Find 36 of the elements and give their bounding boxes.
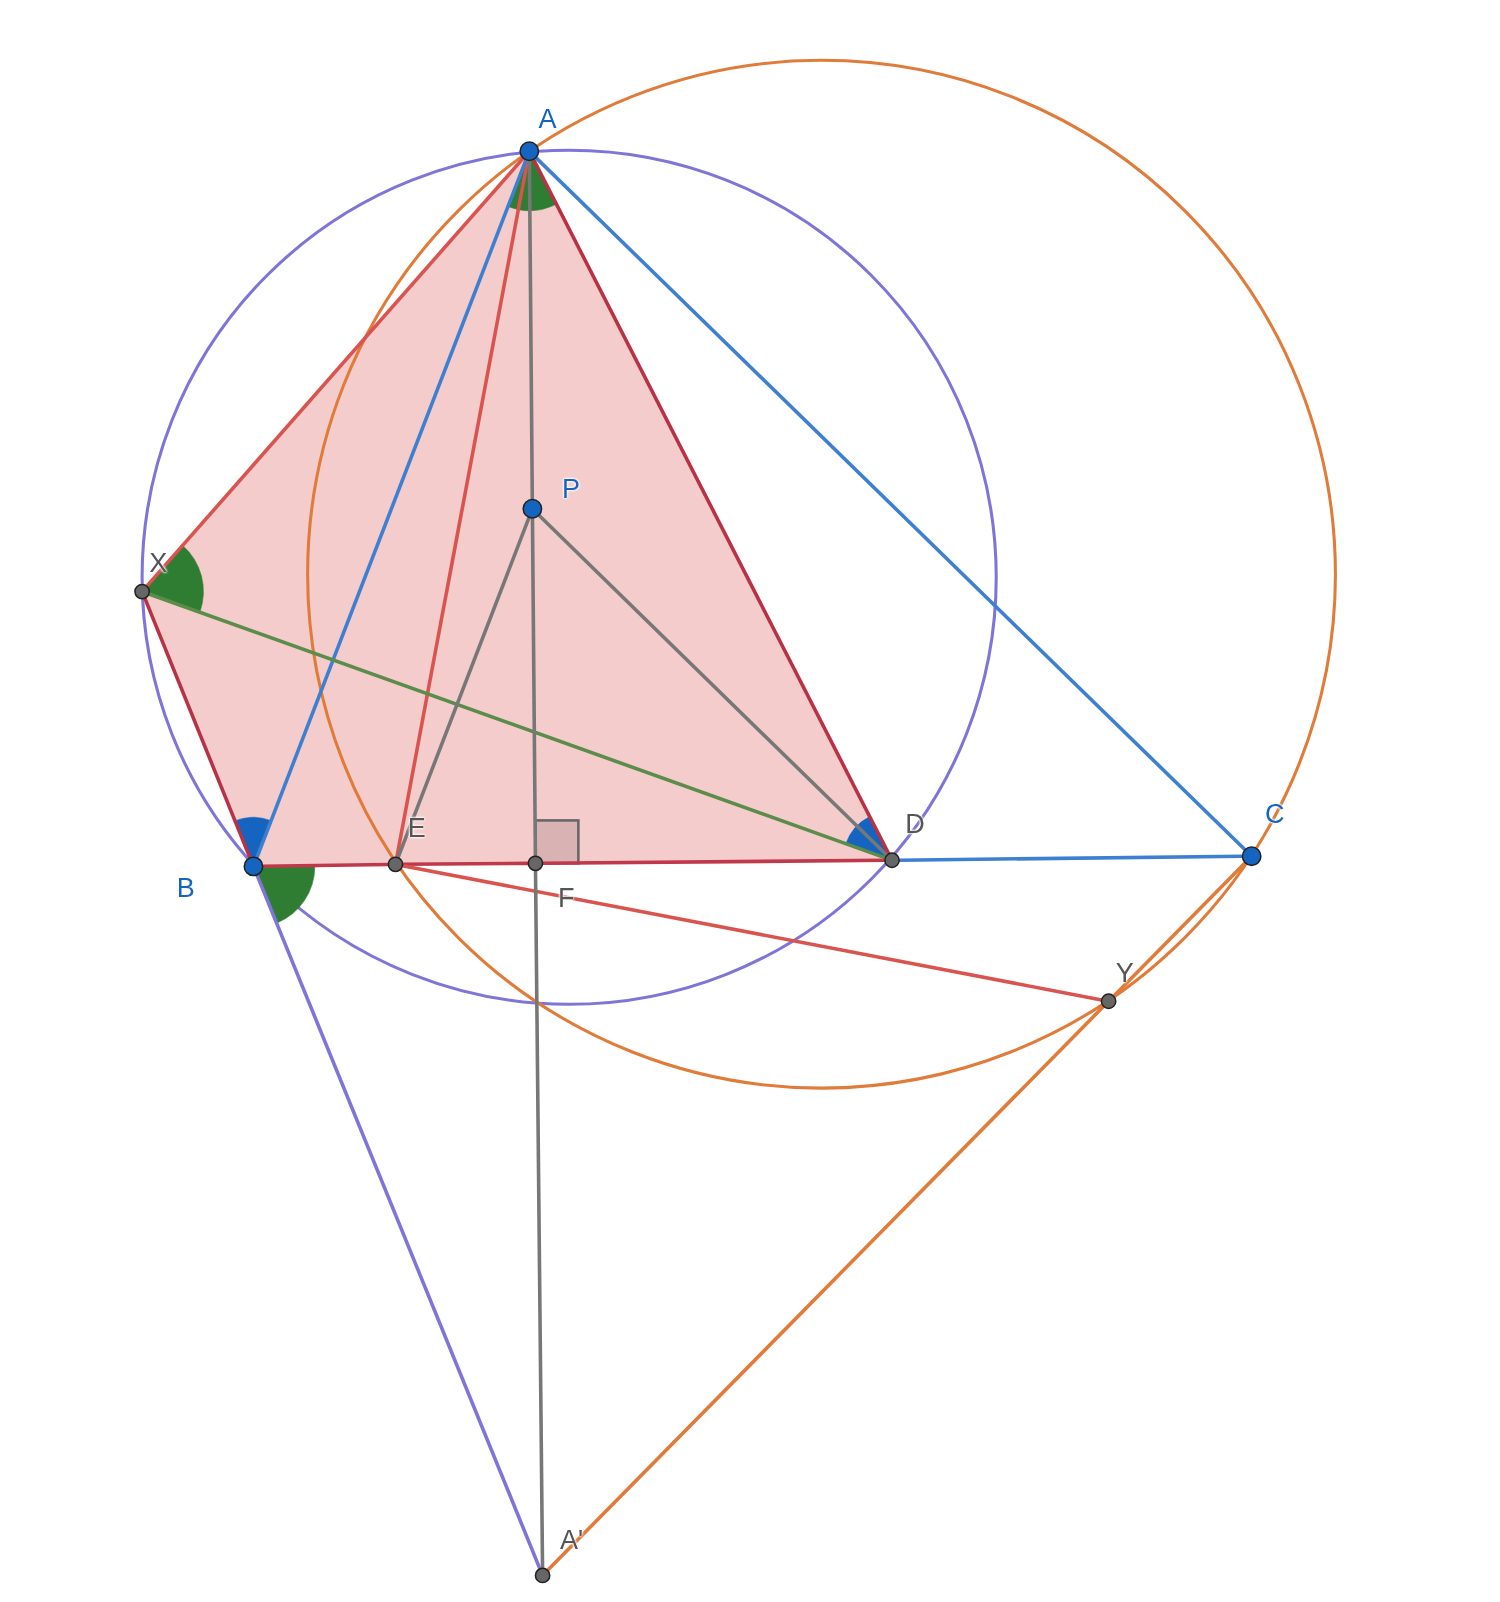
line-segment bbox=[262, 862, 389, 869]
line-segment bbox=[537, 513, 889, 857]
line-segment bbox=[402, 861, 529, 867]
point-dot bbox=[134, 583, 150, 600]
line-segment bbox=[145, 156, 525, 588]
point-label: X bbox=[149, 549, 168, 577]
line-segment bbox=[148, 592, 886, 860]
line-segment bbox=[527, 160, 535, 500]
point-label: E bbox=[407, 815, 426, 843]
point-dot bbox=[519, 141, 540, 162]
line-segment bbox=[546, 1005, 1105, 1572]
line-segment bbox=[533, 870, 545, 1569]
point-dot bbox=[522, 498, 543, 519]
point-dot bbox=[243, 856, 264, 877]
line-segment bbox=[534, 156, 1247, 852]
line-segment bbox=[542, 858, 885, 866]
line-segment bbox=[395, 159, 530, 858]
point-label: A bbox=[538, 106, 557, 134]
line-segment bbox=[899, 854, 1243, 862]
point-dot bbox=[1241, 846, 1262, 867]
line-segment bbox=[402, 863, 1102, 1002]
point-dot bbox=[527, 855, 544, 872]
line-segment bbox=[531, 158, 891, 855]
point-label: P bbox=[562, 476, 580, 504]
point-dot bbox=[1100, 993, 1117, 1010]
point-dot bbox=[534, 1567, 551, 1584]
point-dot bbox=[884, 852, 900, 869]
line-segment bbox=[143, 597, 252, 859]
line-segment bbox=[255, 159, 528, 859]
point-label: Y bbox=[1115, 960, 1134, 988]
line-segment bbox=[530, 517, 538, 857]
line-segment bbox=[396, 516, 531, 859]
line-segment bbox=[1112, 861, 1247, 998]
point-dot bbox=[387, 856, 404, 873]
point-label: B bbox=[176, 874, 195, 902]
line-segment bbox=[255, 874, 542, 1570]
